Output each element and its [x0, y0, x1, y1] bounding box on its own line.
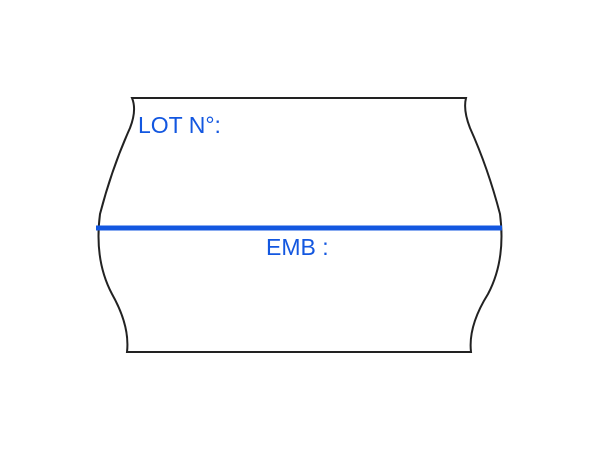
- lot-number-label: LOT N°:: [138, 112, 221, 138]
- emb-label: EMB :: [266, 234, 329, 260]
- label-outline: [97, 97, 503, 353]
